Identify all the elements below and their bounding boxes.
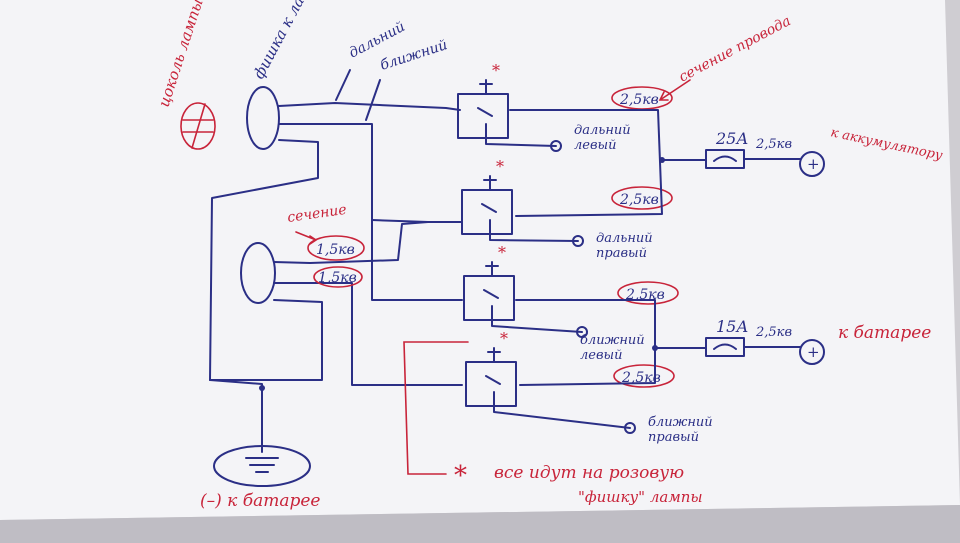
note-bracket — [403, 341, 469, 475]
switch-gauge-2: 1,5кв — [318, 270, 357, 286]
plus-symbol: + — [807, 343, 820, 361]
relay-contact — [481, 203, 579, 242]
note-line-2: "фишку" лампы — [578, 488, 703, 506]
battery-plus-icon — [799, 339, 825, 365]
relay-box — [457, 93, 509, 139]
relay-box — [465, 361, 517, 407]
battery-label-b: к батарее — [838, 323, 931, 343]
relay-gauge: 2,5кв — [619, 192, 659, 208]
fuse-2: 15А 2,5кв + — [705, 317, 825, 365]
lamp-connector — [246, 86, 280, 150]
relay-gauge: 2,5кв — [621, 370, 661, 386]
relay-star: * — [492, 61, 500, 80]
switch-gauge-1: 1,5кв — [316, 242, 355, 258]
output-terminal-icon — [576, 326, 588, 338]
output-terminal-icon — [624, 422, 636, 434]
relay-gauge-circle — [611, 186, 673, 210]
relay-gauge-circle — [613, 364, 675, 388]
fuse-1: 25А 2,5кв + — [705, 129, 825, 177]
note-line-1: все идут на розовую — [494, 463, 684, 483]
relay-star: * — [496, 157, 504, 176]
paper-sheet — [0, 0, 960, 520]
relay-coil-pin — [479, 79, 493, 95]
relay-gauge: 2,5кв — [619, 92, 659, 108]
relay-contact — [485, 375, 631, 429]
switch-wires — [209, 221, 463, 453]
socket-icon — [180, 102, 216, 150]
switch-gauge-1-circle — [307, 235, 365, 261]
high-beam-pointer — [335, 69, 351, 101]
relay-box — [461, 189, 513, 235]
relay-box — [463, 275, 515, 321]
fuse-rating: 25А — [715, 129, 748, 148]
relay-contact — [477, 107, 557, 147]
power-bus — [509, 109, 707, 386]
relay-coil-pin — [483, 175, 497, 191]
fuse-gauge: 2,5кв — [755, 325, 792, 340]
output-terminal-icon — [550, 140, 562, 152]
output-terminal-icon — [572, 235, 584, 247]
battery-plus-icon — [799, 151, 825, 177]
low-beam-pointer — [365, 79, 381, 121]
relay-coil-pin — [485, 261, 499, 277]
relay-coil-pin — [487, 347, 501, 363]
relay-star: * — [500, 329, 508, 348]
fuse-gauge: 2,5кв — [755, 137, 792, 152]
minus-battery-label: (–) к батарее — [200, 491, 321, 511]
ground-icon — [213, 385, 311, 487]
relay-gauge-circle — [617, 281, 679, 305]
fuses: 25А 2,5кв +15А 2,5кв + — [705, 129, 825, 365]
fuse-rating: 15А — [716, 317, 748, 336]
relay-contact — [483, 289, 583, 333]
table-surface — [0, 505, 960, 543]
plus-symbol: + — [807, 155, 820, 173]
light-switch — [240, 242, 276, 304]
wire-section-arrow — [658, 79, 691, 101]
switch-gauge-2-circle — [313, 266, 363, 288]
note-star: * — [454, 461, 467, 491]
relay-star: * — [498, 243, 506, 262]
